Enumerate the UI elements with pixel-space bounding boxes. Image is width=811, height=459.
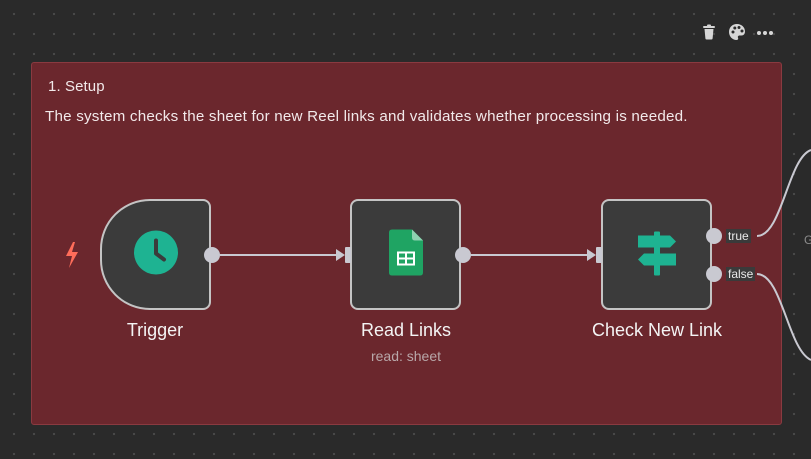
connection-true-branch (756, 149, 811, 237)
read-links-label: Read Links (360, 320, 452, 340)
false-branch-label: false (726, 267, 756, 281)
arrow-head-check (587, 249, 596, 261)
sticky-title: 1. Setup (48, 78, 105, 95)
palette-icon[interactable] (727, 22, 747, 42)
connection-false-branch (756, 273, 811, 361)
check-new-link-node[interactable] (601, 199, 712, 310)
trigger-node[interactable] (100, 199, 211, 310)
google-sheets-icon (388, 229, 423, 280)
check-new-link-label: Check New Link (591, 320, 723, 340)
read-links-input-handle[interactable] (345, 247, 351, 263)
read-links-subtitle: read: sheet (370, 348, 442, 364)
true-output-handle[interactable] (706, 228, 722, 244)
trash-icon[interactable] (699, 22, 719, 42)
arrow-head-read (336, 249, 345, 261)
read-links-output-handle[interactable] (455, 247, 471, 263)
sticky-description: The system checks the sheet for new Reel… (45, 108, 688, 125)
bolt-icon (64, 242, 80, 273)
sticky-toolbar (699, 22, 779, 42)
false-output-handle[interactable] (706, 266, 722, 282)
true-branch-label: true (726, 229, 751, 243)
trigger-output-handle[interactable] (204, 247, 220, 263)
trigger-label: Trigger (126, 320, 184, 340)
offscreen-node-label: G (804, 233, 811, 247)
ellipsis-icon[interactable] (755, 22, 775, 42)
signpost-icon (634, 229, 680, 280)
clock-icon (133, 229, 179, 280)
check-new-link-input-handle[interactable] (596, 247, 602, 263)
read-links-node[interactable] (350, 199, 461, 310)
